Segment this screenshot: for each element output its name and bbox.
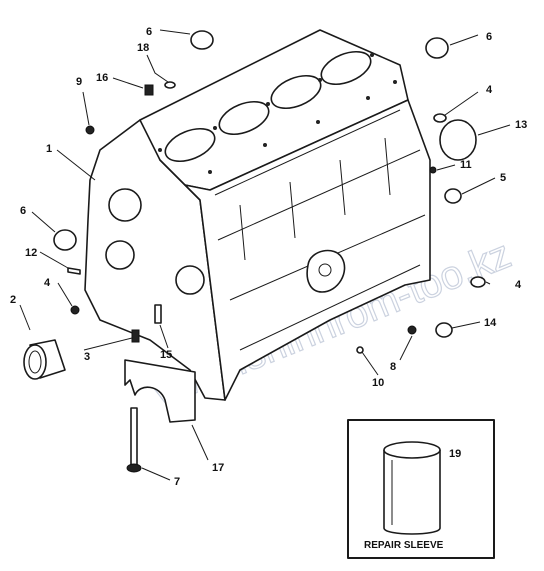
- plug-10: [356, 346, 364, 354]
- side-bore: [175, 265, 205, 295]
- callout-16: 16: [96, 72, 108, 84]
- callout-5: 5: [500, 172, 506, 184]
- callout-4-upper: 4: [486, 84, 493, 96]
- cylinder-bore-3: [270, 74, 322, 110]
- plug-5: [444, 188, 462, 204]
- bearing-cap-bolt-7: [126, 329, 142, 473]
- dowel-12: [67, 267, 81, 275]
- repair-sleeve-inset: 19 REPAIR SLEEVE: [347, 419, 495, 559]
- loose-parts: [23, 30, 486, 473]
- callout-labels: 6 18 16 9 6 4 13 1 11 5 6 12 4 4 2 3 15 …: [10, 26, 527, 488]
- plug-11: [429, 166, 437, 174]
- callout-7: 7: [174, 476, 180, 488]
- callout-14: 14: [484, 317, 497, 329]
- callout-6-left: 6: [20, 205, 26, 217]
- cylinder-bore-1: [164, 127, 216, 163]
- main-bearing-cap-17: [124, 359, 196, 423]
- front-bore-upper: [108, 188, 142, 222]
- front-bore-lower: [105, 240, 135, 270]
- seal-14: [435, 322, 453, 338]
- repair-sleeve-caption: REPAIR SLEEVE: [364, 540, 444, 551]
- plug-4-left: [70, 305, 80, 315]
- callout-13: 13: [515, 119, 527, 131]
- callout-12: 12: [25, 247, 37, 259]
- oil-filter-port: [318, 263, 332, 277]
- callout-4-right: 4: [515, 279, 522, 291]
- pin-15: [154, 304, 162, 324]
- callout-1: 1: [46, 143, 52, 155]
- cover-plate-13: [439, 119, 477, 161]
- leader-lines: [19, 29, 511, 483]
- plug-16: [144, 84, 154, 96]
- callout-2: 2: [10, 294, 16, 306]
- camshaft-bushing-2: [23, 339, 66, 380]
- plug-8: [407, 325, 417, 335]
- block-side-face: [184, 99, 431, 401]
- callout-4-left: 4: [44, 277, 51, 289]
- callout-8: 8: [390, 361, 396, 373]
- expansion-plug-left: [53, 229, 77, 251]
- expansion-plug-top-right: [425, 37, 449, 59]
- cylinder-block: [84, 29, 431, 401]
- callout-9: 9: [76, 76, 82, 88]
- cylinder-bore-4: [320, 50, 372, 86]
- callout-19: 19: [449, 448, 461, 460]
- callout-15: 15: [160, 349, 172, 361]
- callout-6-top-right: 6: [486, 31, 492, 43]
- plug-4-upper: [433, 113, 447, 123]
- callout-11: 11: [460, 159, 472, 171]
- callout-17: 17: [212, 462, 224, 474]
- plug-9: [85, 125, 95, 135]
- dowel-18: [164, 81, 176, 89]
- expansion-plug-top-left: [190, 30, 214, 50]
- callout-6-top-left: 6: [146, 26, 152, 38]
- callout-10: 10: [372, 377, 384, 389]
- callout-3: 3: [84, 351, 90, 363]
- cylinder-bore-2: [218, 100, 270, 136]
- plug-4-right: [470, 276, 486, 288]
- oil-filter-mount: [306, 249, 346, 293]
- repair-sleeve-icon: [383, 441, 441, 535]
- deck-bolt-holes: [158, 53, 397, 174]
- callout-18: 18: [137, 42, 149, 54]
